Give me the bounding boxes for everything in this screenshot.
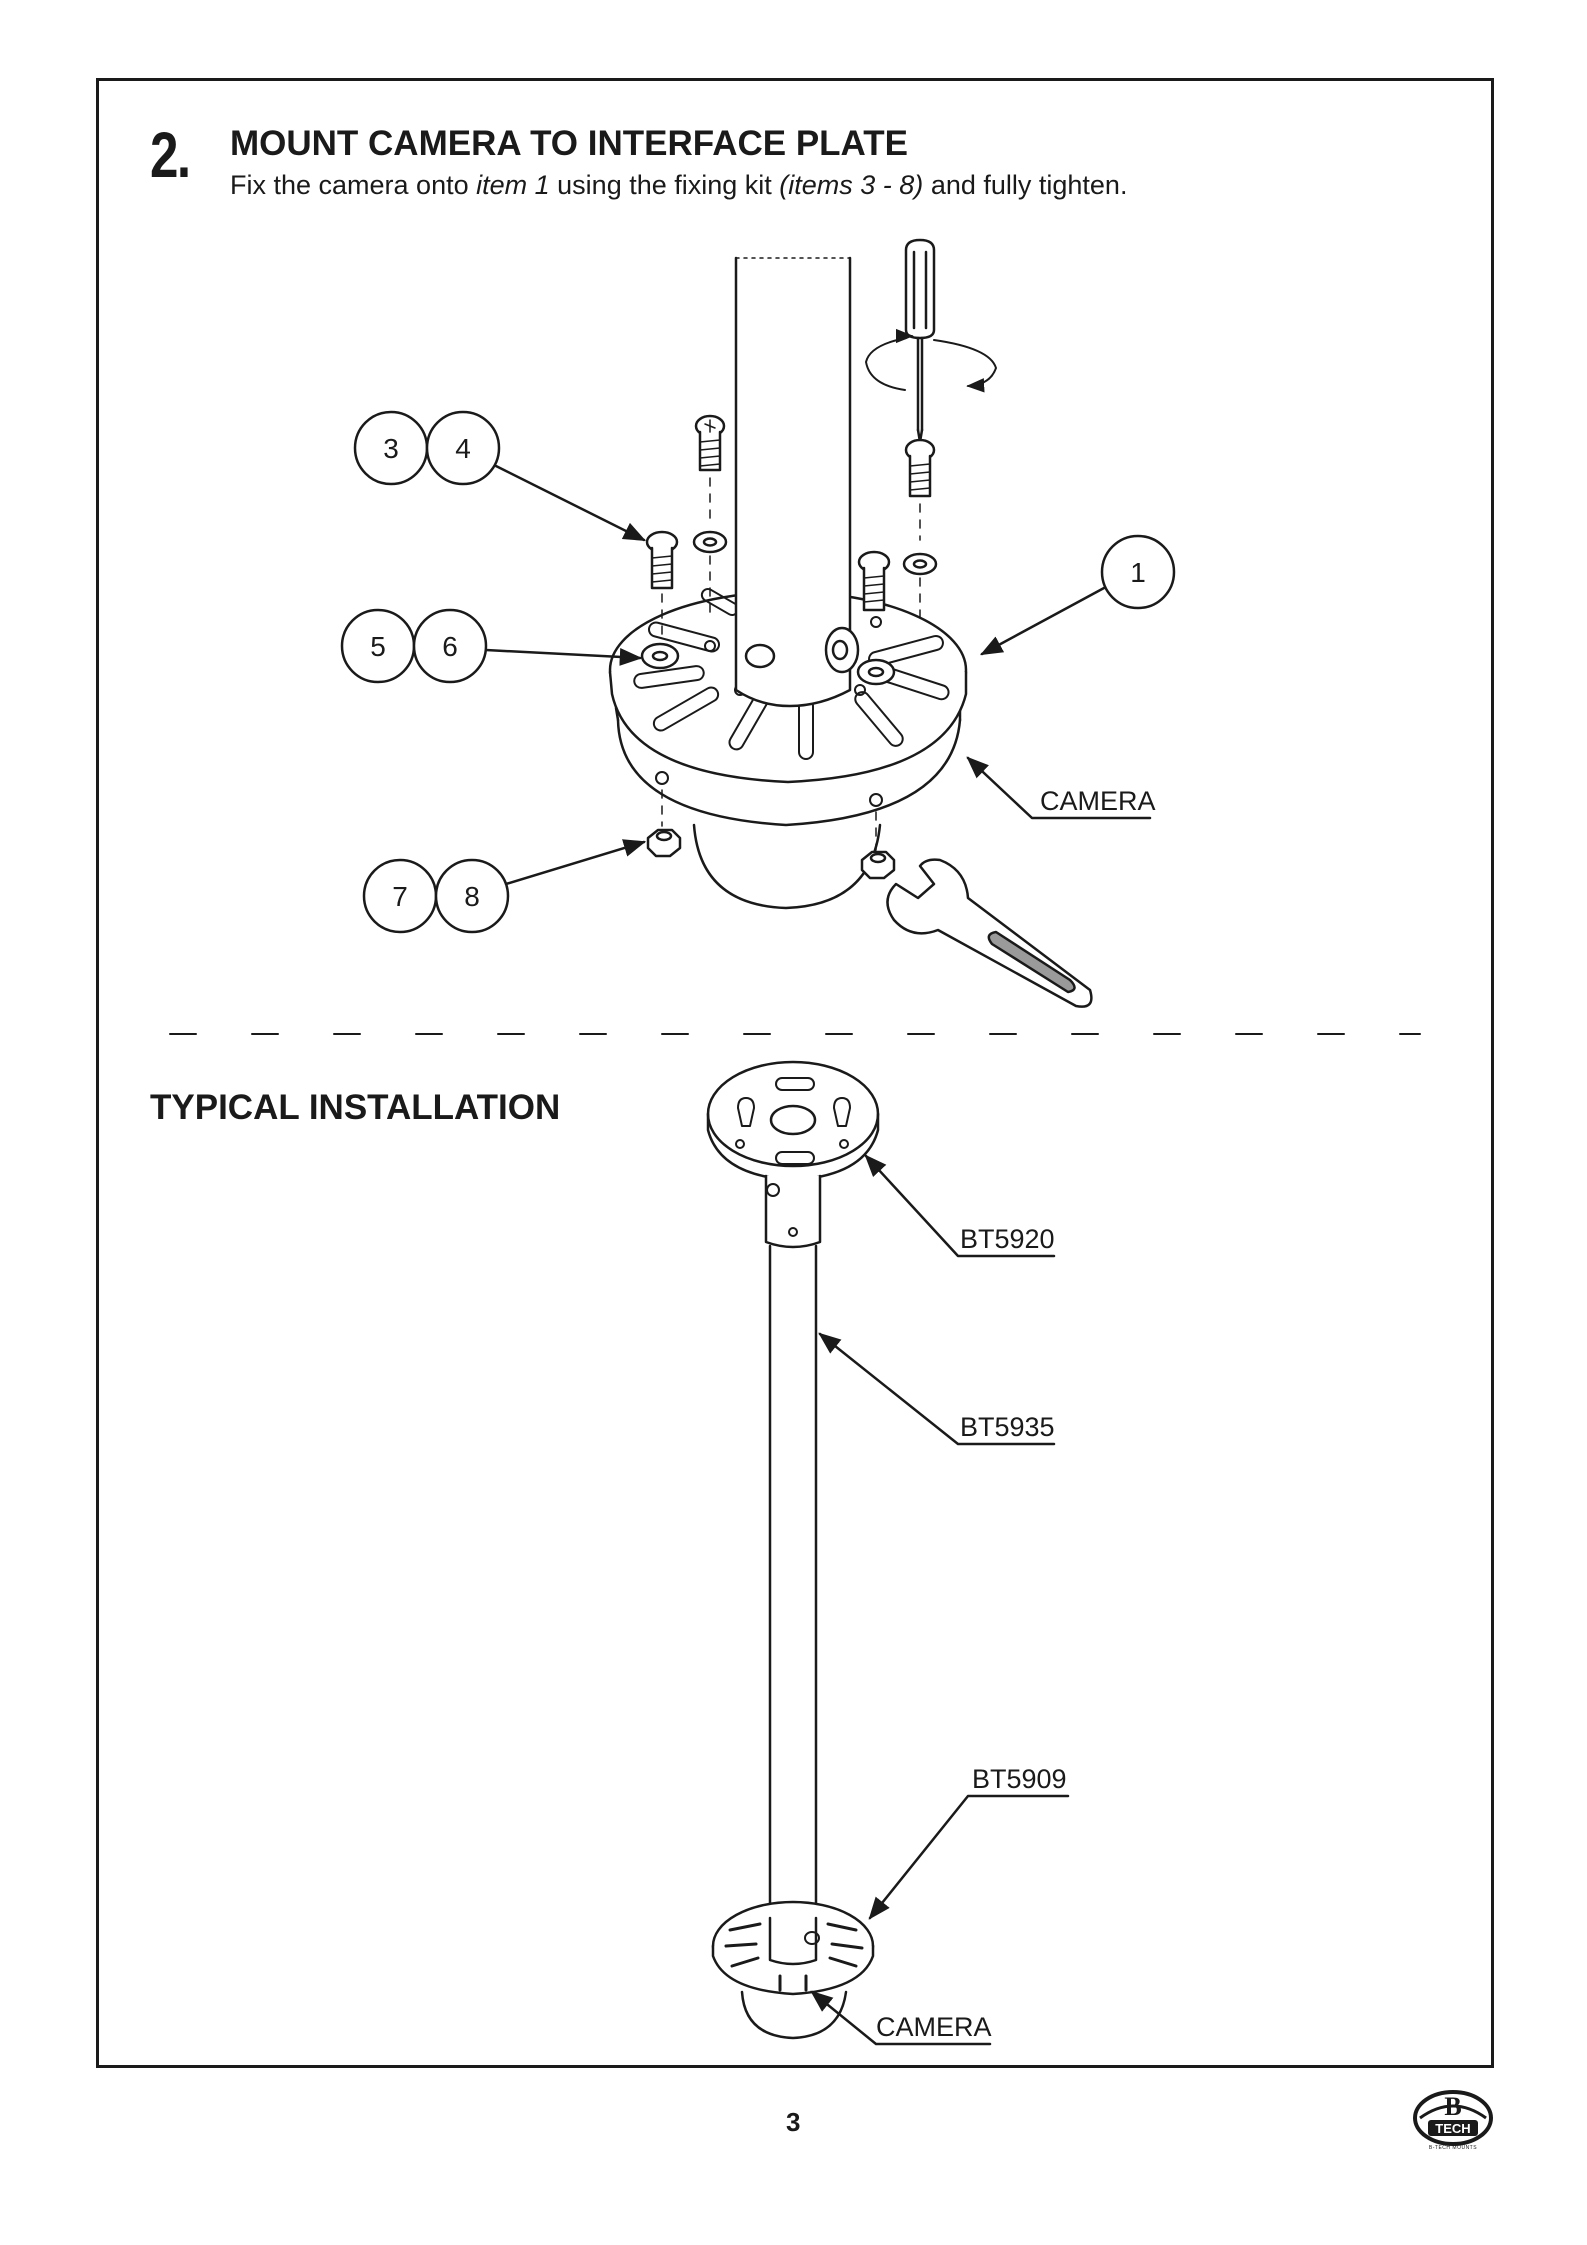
- nut-left: [648, 830, 680, 856]
- bt5909-label: BT5909: [972, 1764, 1067, 1794]
- callout-number: 3: [383, 433, 399, 464]
- nut-right: [862, 852, 894, 878]
- washer-right: [858, 660, 894, 684]
- callout-5-6: 5 6: [342, 610, 640, 682]
- page-number: 3: [786, 2107, 800, 2138]
- washer-left: [642, 644, 678, 668]
- logo-word: TECH: [1435, 2121, 1470, 2136]
- camera-label: CAMERA: [1040, 786, 1156, 816]
- callout-number: 1: [1130, 557, 1146, 588]
- washer: [904, 554, 936, 574]
- callout-number: 4: [455, 433, 471, 464]
- screw-right: [859, 552, 889, 610]
- btech-logo-mark: B TECH: [1408, 2088, 1498, 2146]
- screw-top-right: [906, 440, 934, 496]
- callout-1: 1: [982, 536, 1174, 654]
- callout-number: 8: [464, 881, 480, 912]
- typical-installation-drawing: [708, 1062, 878, 2038]
- pole-bolt-head: [826, 628, 858, 672]
- callout-number: 5: [370, 631, 386, 662]
- callout-camera: CAMERA: [968, 758, 1156, 818]
- screw-left: [647, 532, 677, 588]
- label-bt5935: BT5935: [820, 1334, 1055, 1444]
- spanner: [887, 860, 1091, 1007]
- ceiling-plate: [708, 1062, 878, 1180]
- bt5920-label: BT5920: [960, 1224, 1055, 1254]
- section-title-typical-installation: TYPICAL INSTALLATION: [150, 1088, 560, 1128]
- camera-dome: [694, 825, 880, 908]
- btech-logo: B TECH B-TECH MOUNTS: [1408, 2088, 1498, 2163]
- callout-7-8: 7 8: [364, 842, 644, 932]
- screwdriver: [866, 240, 996, 442]
- washer: [694, 532, 726, 552]
- label-bt5920: BT5920: [866, 1156, 1055, 1256]
- bt5935-label: BT5935: [960, 1412, 1055, 1442]
- logo-tagline: B-TECH MOUNTS: [1408, 2145, 1498, 2151]
- label-bt5909: BT5909: [870, 1764, 1068, 1918]
- callout-number: 7: [392, 881, 408, 912]
- callout-number: 6: [442, 631, 458, 662]
- bottom-plate: [713, 1902, 873, 2038]
- logo-letter: B: [1444, 2092, 1461, 2121]
- long-pole: [770, 1246, 816, 1940]
- camera-mount-exploded-view: [610, 240, 1091, 1007]
- camera-label-typical: CAMERA: [876, 2012, 992, 2042]
- screw-top-left: [696, 416, 724, 470]
- callout-3-4: 3 4: [355, 412, 644, 540]
